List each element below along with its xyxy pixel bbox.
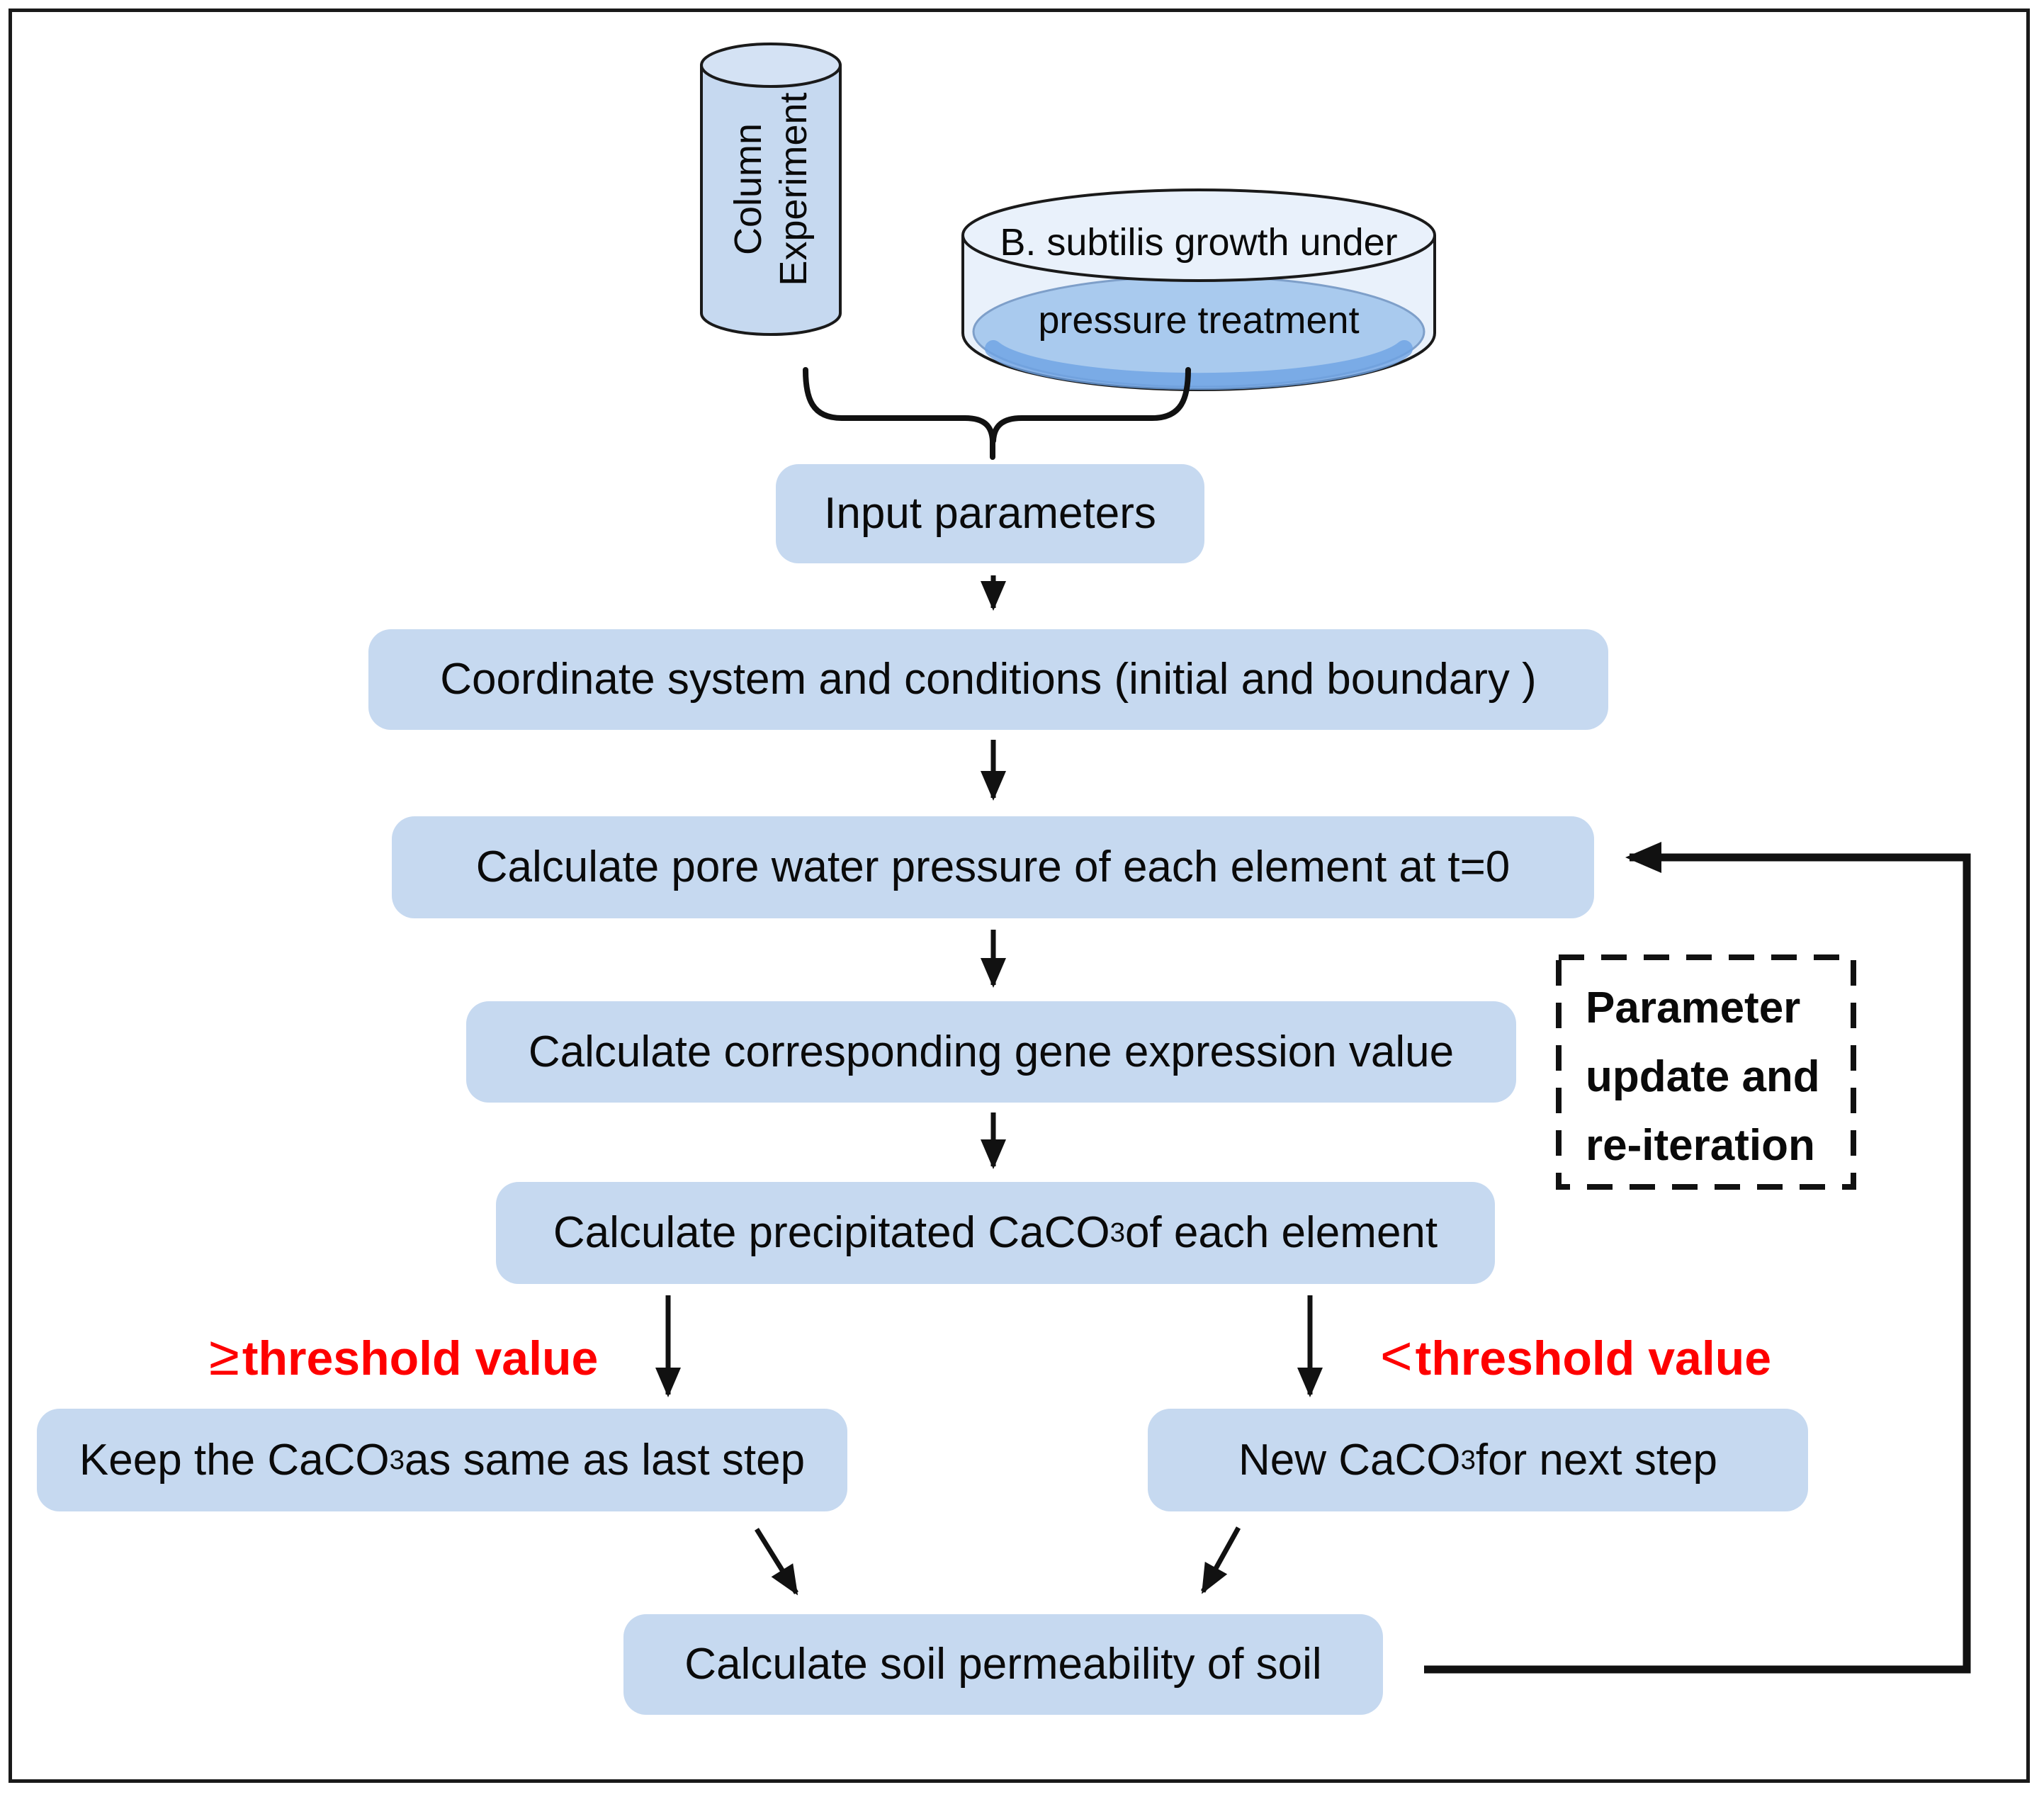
diagram-border [9, 9, 2030, 1783]
lt-symbol: < [1380, 1324, 1413, 1387]
parameter-update-note: Parameter update and re-iteration [1586, 984, 1820, 1170]
feedback-loop-line [1424, 842, 1971, 1674]
threshold-ge-label: ≥threshold value [209, 1324, 599, 1387]
petri-dish-label-bottom: pressure treatment [1038, 299, 1360, 342]
box-pore-water-pressure: Calculate pore water pressure of each el… [392, 816, 1594, 918]
cylinder-label-line1: Column [727, 123, 769, 256]
cylinder-label-line2: Experiment [772, 92, 815, 286]
column-experiment-label: Column Experiment [721, 40, 820, 338]
box-soil-permeability: Calculate soil permeability of soil [623, 1614, 1383, 1715]
ge-symbol: ≥ [209, 1324, 239, 1387]
petri-dish-label-top: B. subtilis growth under [1000, 221, 1398, 264]
petri-dish-shape [961, 188, 1436, 391]
merge-brace [803, 367, 1191, 460]
arrow-keep-to-perm [755, 1528, 798, 1596]
box-input-parameters: Input parameters [776, 464, 1204, 563]
threshold-lt-label: <threshold value [1380, 1324, 1772, 1387]
column-cylinder-shape [700, 43, 842, 336]
loop-note-dashed-box [1556, 954, 1856, 1190]
arrow-new-to-perm [1200, 1526, 1241, 1594]
box-coordinate-system: Coordinate system and conditions (initia… [368, 629, 1608, 730]
box-gene-expression: Calculate corresponding gene expression … [466, 1001, 1516, 1103]
